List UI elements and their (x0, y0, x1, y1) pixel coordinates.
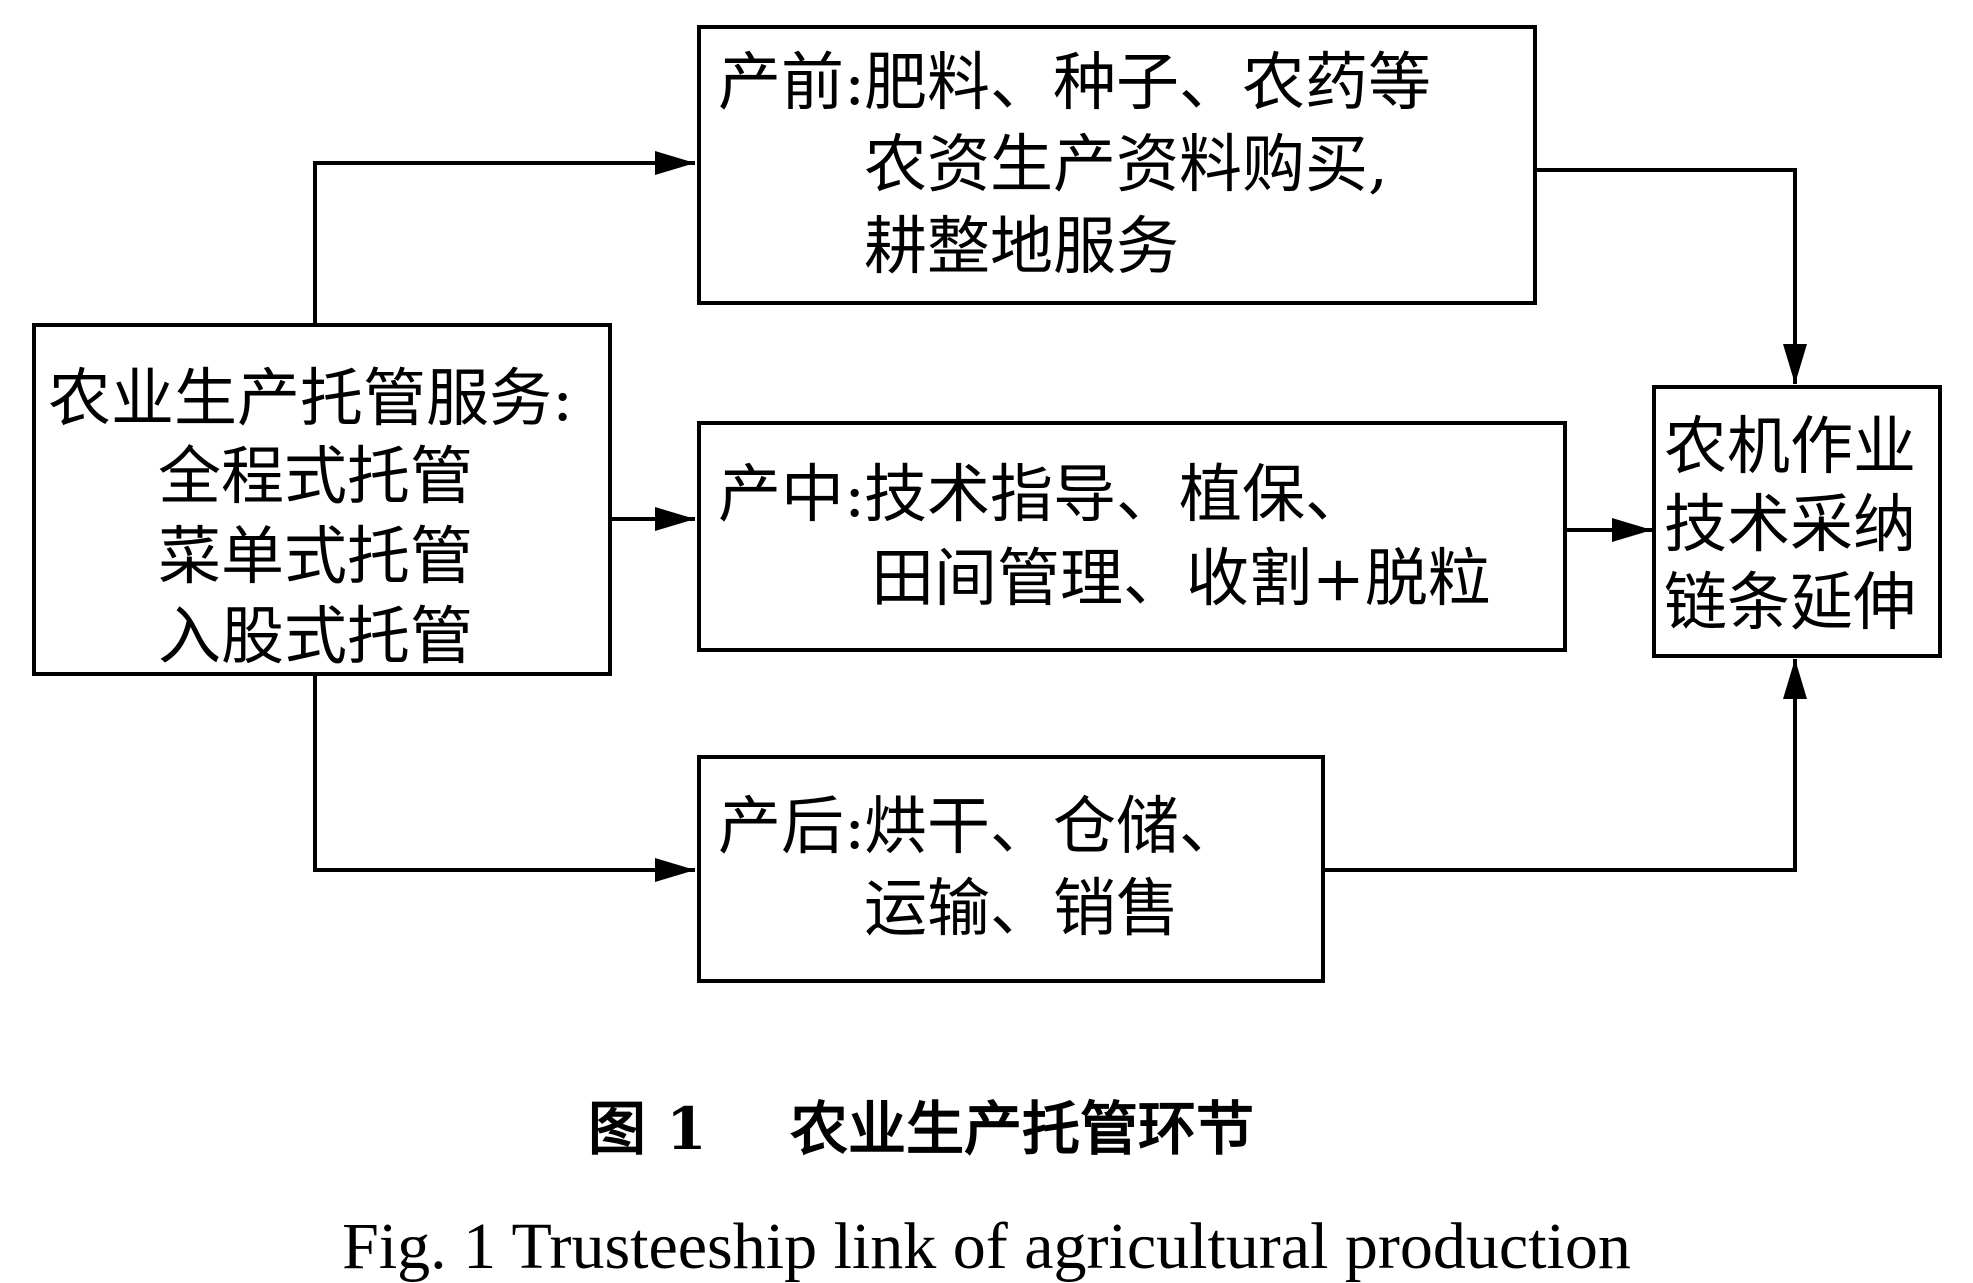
figure-title-en: Fig. 1 Trusteeship link of agricultural … (342, 1210, 1631, 1283)
stage-post-box: 产后: 烘干、仓储、 运输、销售 (697, 755, 1325, 983)
stage-post-line-1: 烘干、仓储、 (864, 790, 1242, 863)
source-item-full: 全程式托管 (158, 440, 473, 513)
stage-pre-label: 产前: (718, 46, 866, 119)
stage-pre-line-2: 农资生产资料购买, (864, 128, 1389, 201)
result-line-3: 链条延伸 (1664, 566, 1916, 639)
source-item-menu: 菜单式托管 (158, 520, 473, 593)
stage-pre-line-3: 耕整地服务 (864, 210, 1179, 283)
arrow-pre-to-result (1535, 168, 1807, 384)
figure-title-cn: 农业生产托管环节 (790, 1095, 1255, 1163)
stage-mid-label: 产中: (718, 458, 866, 531)
figure-label: 图 1 (588, 1095, 707, 1163)
source-title: 农业生产托管服务: (48, 362, 574, 435)
result-line-1: 农机作业 (1664, 410, 1916, 483)
stage-pre-line-1: 肥料、种子、农药等 (864, 46, 1431, 119)
stage-pre-box: 产前: 肥料、种子、农药等 农资生产资料购买, 耕整地服务 (697, 25, 1537, 305)
arrow-source-to-post (313, 674, 695, 882)
arrow-source-to-pre (313, 151, 695, 325)
source-item-equity: 入股式托管 (158, 600, 473, 673)
stage-mid-line-1: 技术指导、植保、 (864, 458, 1368, 531)
stage-mid-line-2: 田间管理、收割+脱粒 (871, 542, 1491, 615)
arrow-post-to-result (1323, 659, 1807, 872)
stage-post-line-2: 运输、销售 (864, 872, 1179, 945)
source-box: 农业生产托管服务: 全程式托管 菜单式托管 入股式托管 (32, 323, 612, 676)
stage-mid-box: 产中: 技术指导、植保、 田间管理、收割+脱粒 (697, 421, 1567, 652)
stage-post-label: 产后: (718, 790, 866, 863)
result-line-2: 技术采纳 (1664, 488, 1916, 561)
flow-connectors (313, 151, 1807, 882)
result-box: 农机作业 技术采纳 链条延伸 (1652, 385, 1942, 658)
